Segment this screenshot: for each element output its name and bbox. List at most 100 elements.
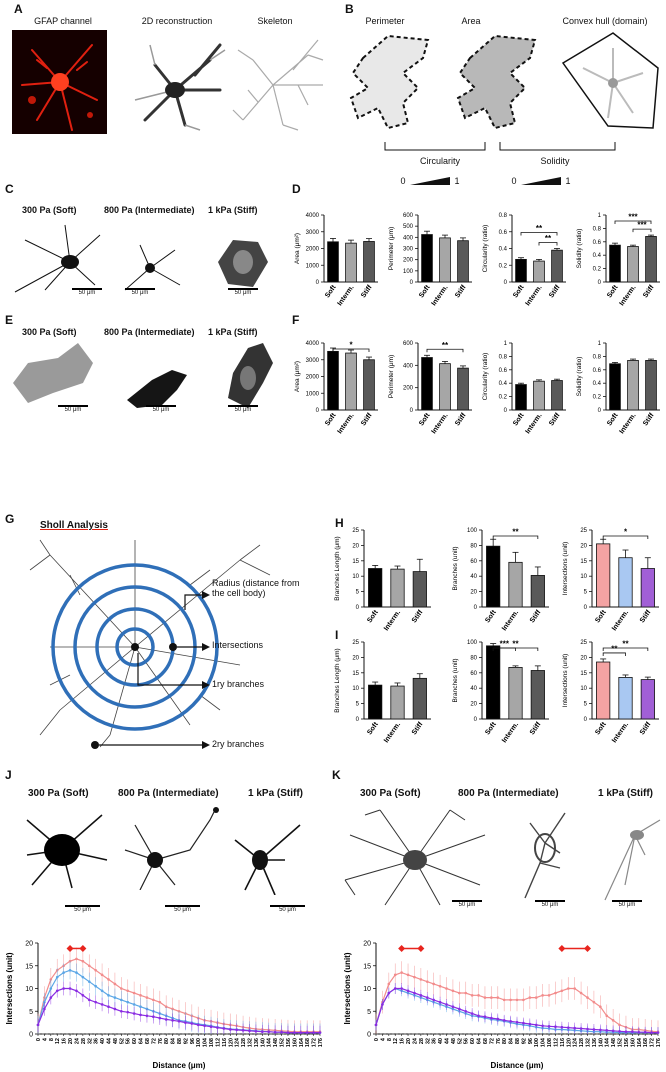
data-point (132, 1012, 136, 1015)
y-tick-label: 1000 (306, 391, 320, 397)
data-point (560, 989, 564, 993)
y-tick-label: 600 (403, 341, 414, 347)
x-tick-label: 88 (177, 1038, 183, 1044)
y-axis-label: Perimeter (μm) (388, 355, 395, 398)
bar (596, 543, 611, 608)
x-tick-label: 96 (528, 1038, 534, 1044)
x-tick-label: Stiff (360, 284, 374, 300)
bar (412, 571, 427, 608)
data-point (522, 998, 525, 1002)
y-tick-label: 10 (580, 574, 587, 580)
data-point (573, 1026, 576, 1030)
bar (609, 244, 621, 283)
x-tick-label: Interm. (501, 721, 520, 744)
data-point (81, 975, 85, 979)
x-axis-label: Distance (μm) (491, 1061, 544, 1070)
data-point (438, 1000, 442, 1004)
x-tick-label: 40 (100, 1038, 106, 1044)
significance-bracket (614, 220, 652, 224)
data-point (299, 1031, 303, 1034)
significance-bracket (602, 647, 649, 651)
data-point (522, 1021, 525, 1025)
data-point (566, 987, 570, 990)
data-point (624, 1030, 628, 1034)
x-tick-label: Stiff (639, 609, 653, 625)
x-tick-label: 24 (412, 1037, 418, 1044)
scalebar-label: 50 μm (234, 290, 252, 296)
data-point (579, 1027, 583, 1030)
scale-wedge-circularity (410, 177, 450, 185)
sholl-title: Sholl Analysis (40, 520, 108, 531)
scalebar-label: 50 μm (74, 907, 91, 913)
data-point (656, 1031, 660, 1034)
x-tick-label: 12 (55, 1038, 61, 1044)
data-point (100, 989, 104, 993)
x-tick-label: Soft (324, 284, 338, 300)
panel-letter-f: F (292, 313, 300, 327)
x-tick-label: 132 (586, 1038, 592, 1047)
x-tick-label: Soft (484, 721, 498, 737)
y-tick-label: 100 (467, 528, 478, 534)
bar (390, 568, 405, 608)
data-point (228, 1028, 232, 1031)
metric-brackets (384, 142, 616, 151)
bar (530, 670, 545, 720)
y-tick-label: 0 (316, 280, 320, 286)
x-tick-label: Soft (366, 721, 380, 737)
data-point (75, 957, 78, 961)
perimeter-illustration (349, 34, 430, 130)
data-point (406, 973, 410, 977)
data-point (87, 964, 91, 968)
astrocyte-stiff-c (218, 240, 268, 287)
y-tick-label: 10 (580, 686, 587, 692)
x-tick-label: 8 (49, 1038, 55, 1041)
scalebar-e2: 50 μm (146, 405, 176, 413)
y-tick-label: 20 (352, 543, 359, 549)
data-point (126, 989, 130, 993)
data-point (312, 1031, 315, 1034)
scalebar-j1: 50 μm (65, 905, 100, 913)
x-tick-label: Soft (594, 721, 608, 737)
astrocyte-intermediate-j (124, 807, 219, 890)
bar (412, 677, 427, 720)
scalebar-label: 50 μm (234, 407, 252, 413)
data-point (445, 1003, 448, 1006)
scalebar-label: 50 μm (458, 902, 476, 908)
x-tick-label: 140 (260, 1038, 266, 1047)
significance-label: ** (442, 341, 449, 350)
y-tick-label: 15 (352, 559, 359, 565)
bar (533, 260, 545, 283)
metric-circularity: Circularity (419, 156, 460, 166)
condition-stiff-k: 1 kPa (Stiff) (598, 788, 654, 799)
data-point (107, 994, 110, 997)
y-axis-label: Circularity (ratio) (482, 353, 489, 401)
x-tick-label: 68 (145, 1038, 151, 1044)
data-point (419, 978, 423, 981)
y-tick-label: 5 (356, 702, 360, 708)
x-tick-label: 16 (62, 1038, 68, 1044)
x-tick-label: 148 (611, 1038, 617, 1047)
data-point (139, 1005, 142, 1008)
data-point (586, 996, 589, 999)
x-tick-label: 84 (509, 1037, 515, 1044)
data-point (534, 1023, 538, 1027)
x-tick-label: 116 (560, 1038, 566, 1047)
bar (530, 575, 545, 608)
panel-letter-a: A (14, 2, 23, 16)
x-tick-label: 136 (592, 1038, 598, 1047)
y-tick-label: 0 (367, 1032, 371, 1039)
caption-convex-hull: Convex hull (domain) (562, 16, 648, 26)
y-tick-label: 20 (363, 941, 371, 948)
y-axis-label: Area (μm²) (294, 233, 301, 264)
y-tick-label: 600 (403, 213, 414, 219)
data-point (158, 1016, 162, 1020)
data-point (419, 994, 423, 997)
bar (390, 685, 405, 720)
data-point (145, 1014, 149, 1018)
y-tick-label: 0.6 (593, 240, 602, 246)
panel-letter-d: D (292, 182, 301, 196)
x-tick-label: 160 (292, 1038, 298, 1047)
x-tick-label: 124 (573, 1037, 579, 1047)
